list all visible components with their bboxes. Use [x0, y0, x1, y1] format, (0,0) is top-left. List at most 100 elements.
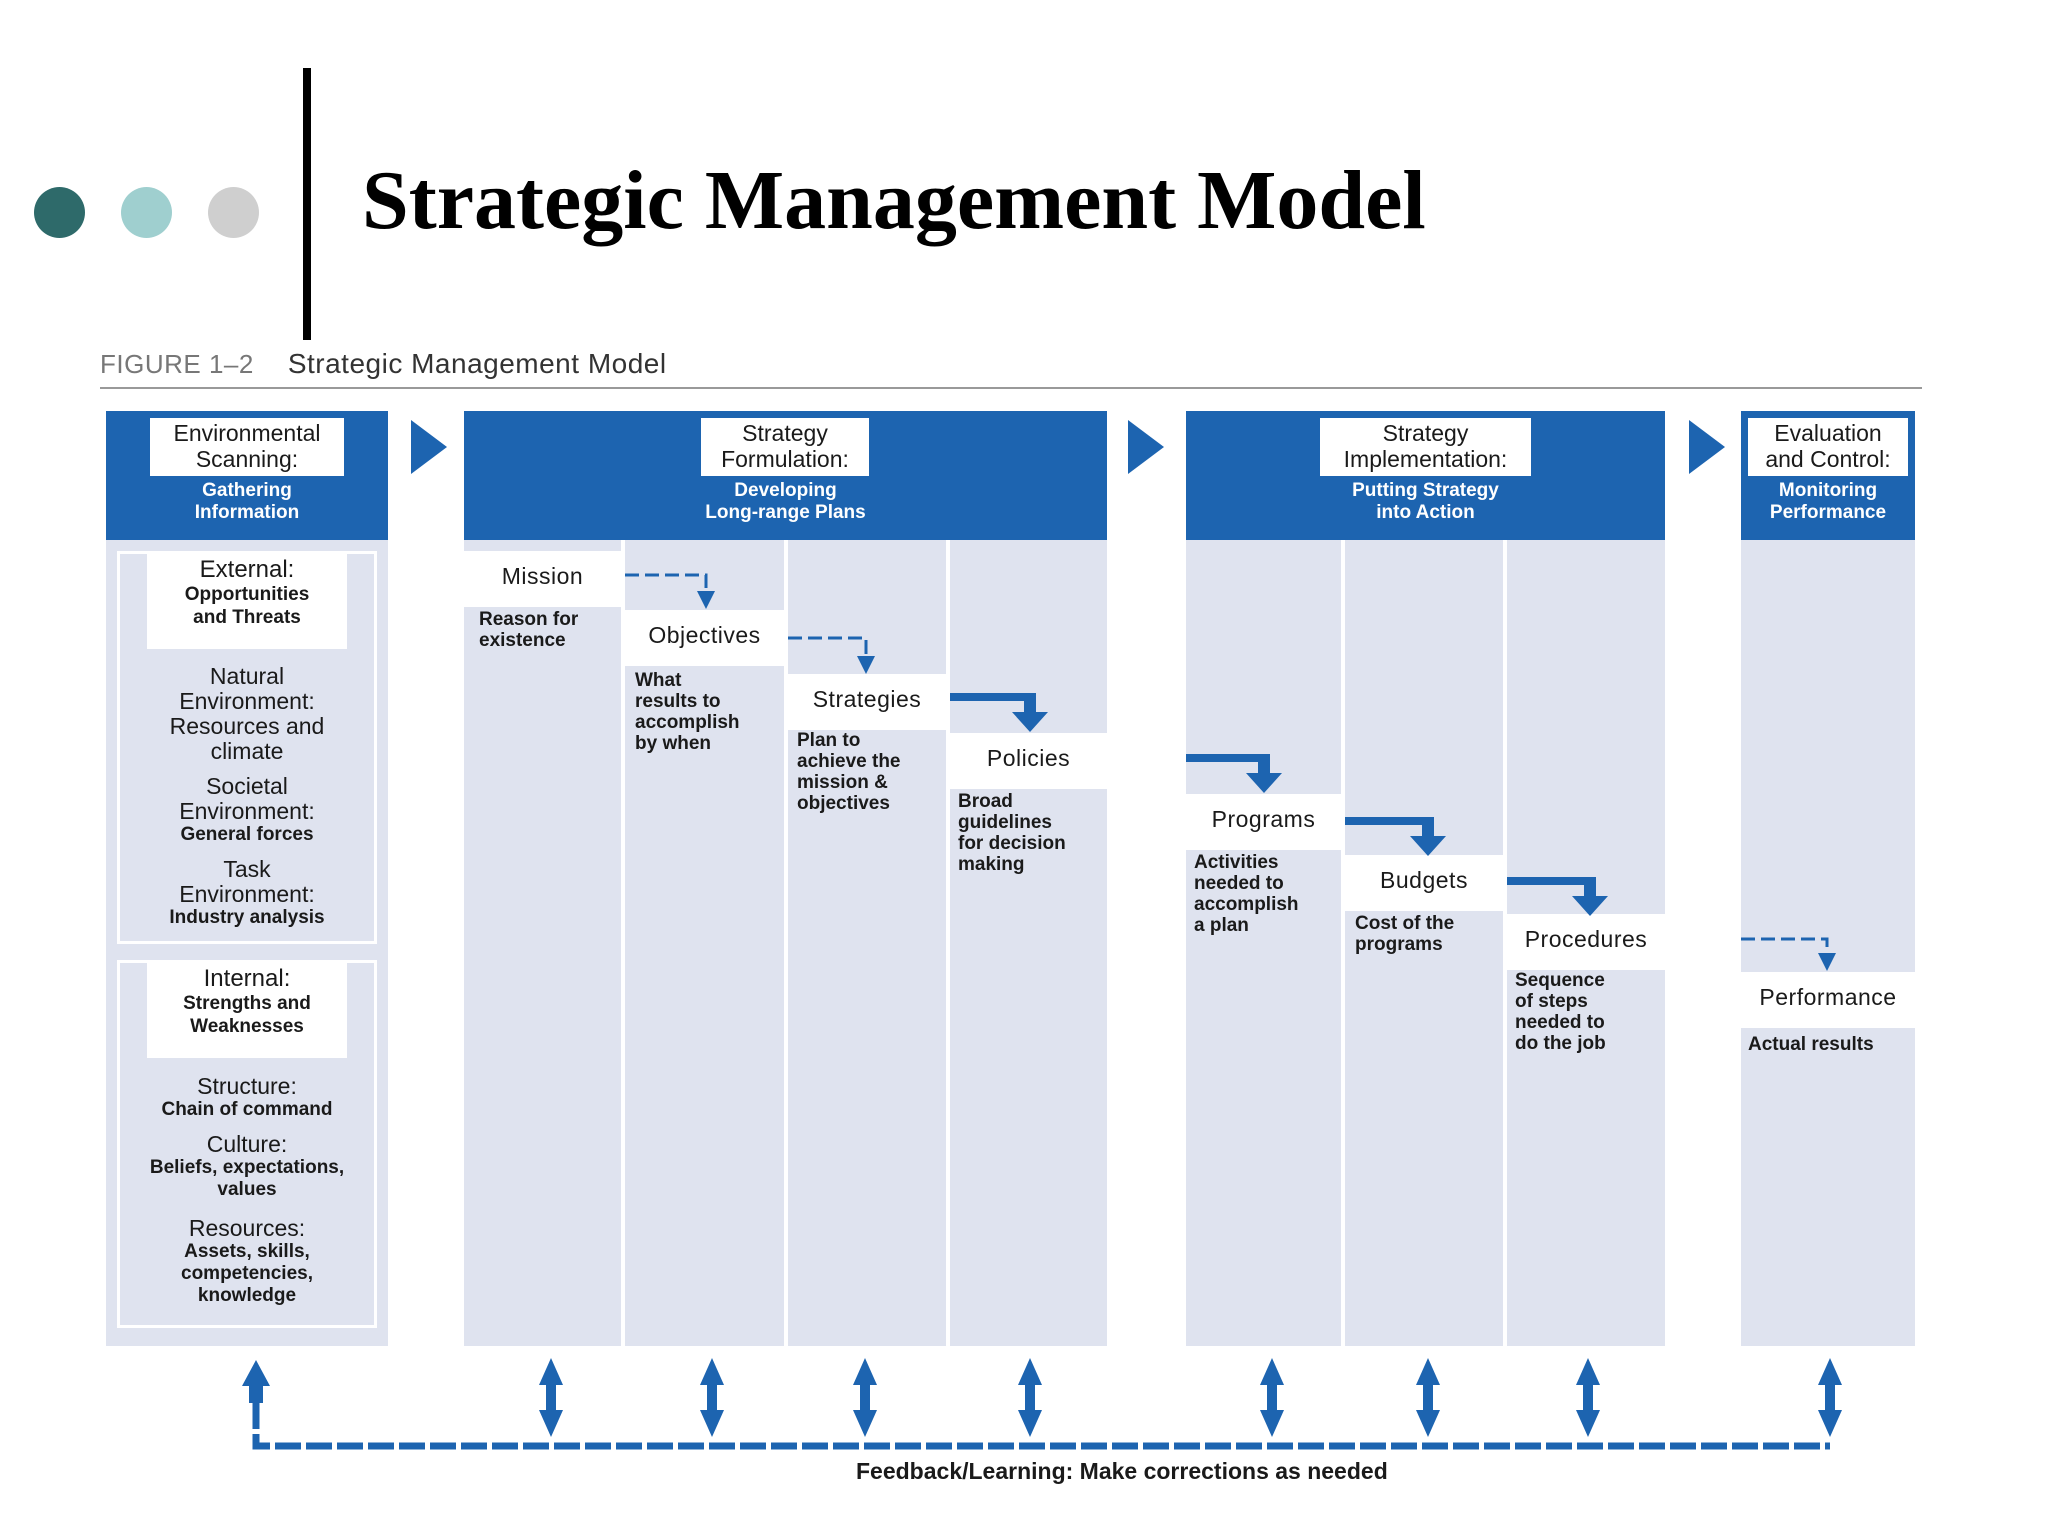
env-item-line: climate [210, 738, 284, 764]
phase-arrow-icon [411, 420, 447, 474]
phase-title-line: Strategy [742, 420, 828, 446]
phase-arrow-icon [1689, 420, 1725, 474]
budgets-column [1345, 540, 1503, 1346]
step-desc-line: programs [1355, 934, 1443, 955]
phase-title-evaluation-control: Evaluation and Control: [1748, 418, 1908, 476]
phase-subtitle-strategy-formulation: Developing Long-range Plans [464, 480, 1107, 524]
phase-title-line: Scanning: [195, 446, 299, 472]
societal-environment: Societal Environment: General forces [107, 774, 387, 846]
feedback-double-arrows [539, 1358, 1842, 1437]
step-desc-line: do the job [1515, 1033, 1606, 1054]
task-environment: Task Environment: Industry analysis [107, 857, 387, 929]
step-desc-line: objectives [797, 793, 890, 814]
env-item-line: Culture: [206, 1131, 288, 1157]
step-desc-performance: Actual results [1748, 1034, 1874, 1055]
env-item-line: Natural [209, 663, 285, 689]
step-desc-line: of steps [1515, 991, 1588, 1012]
internal-heading: Internal: [203, 965, 291, 992]
env-item-detail: Industry analysis [169, 907, 325, 928]
thick-connector-budgets-procedures [1507, 877, 1608, 916]
phase-subtitle-line: Developing [734, 480, 837, 501]
step-desc-line: results to [635, 691, 721, 712]
figure-caption-text: Strategic Management Model [287, 348, 667, 379]
internal-label: Internal: Strengths and Weaknesses [147, 960, 347, 1058]
resources-item: Resources: Assets, skills, competencies,… [107, 1216, 387, 1307]
objectives-column [625, 540, 784, 1346]
phase-title-line: Strategy [1382, 420, 1469, 446]
env-item-line: Environment: [179, 881, 315, 907]
internal-subheading: Weaknesses [190, 1016, 304, 1037]
env-item-line: Societal [206, 773, 288, 799]
phase-subtitle-line: Information [194, 502, 300, 523]
thick-connector-to-programs [1186, 754, 1282, 793]
step-label-policies: Policies [950, 733, 1107, 789]
phase-title-line: Implementation: [1343, 446, 1508, 472]
double-arrow-icon [1416, 1358, 1440, 1437]
step-desc-line: Reason for [479, 609, 579, 630]
double-arrow-icon [853, 1358, 877, 1437]
programs-column [1186, 540, 1341, 1346]
phase-title-line: Environmental [173, 420, 321, 446]
mission-column [464, 540, 621, 1346]
step-desc-line: guidelines [958, 812, 1052, 833]
phase-subtitle-line: Performance [1769, 502, 1887, 523]
thick-connector-strategies-policies [950, 693, 1048, 732]
caption-divider [100, 387, 1922, 389]
phase-arrow-icon [1128, 420, 1164, 474]
dashed-connector-objectives-strategies [788, 636, 875, 674]
step-desc-line: Activities [1194, 852, 1279, 873]
double-arrow-icon [1818, 1358, 1842, 1437]
dashed-connector-to-performance [1741, 937, 1836, 971]
phase-title-environmental-scanning: Environmental Scanning: [150, 418, 344, 476]
title-divider [303, 68, 311, 340]
step-desc-policies: Broad guidelines for decision making [958, 791, 1066, 875]
env-item-line: Resources: [188, 1215, 306, 1241]
step-desc-line: Broad [958, 791, 1013, 812]
external-subheading: Opportunities [184, 584, 310, 605]
step-desc-line: Actual results [1748, 1034, 1874, 1055]
feedback-label: Feedback/Learning: Make corrections as n… [856, 1458, 1388, 1484]
dashed-connector-mission-objectives [625, 573, 715, 609]
step-label-budgets: Budgets [1345, 855, 1503, 911]
double-arrow-icon [1576, 1358, 1600, 1437]
step-desc-line: Sequence [1515, 970, 1605, 991]
step-desc-line: needed to [1515, 1012, 1605, 1033]
step-label-strategies: Strategies [788, 674, 946, 730]
step-desc-line: achieve the [797, 751, 901, 772]
env-item-detail: Assets, skills, [184, 1241, 310, 1262]
phase-subtitle-line: Long-range Plans [705, 502, 866, 523]
phase-subtitle-line: Putting Strategy [1352, 480, 1499, 501]
gray-bullet-dot [208, 187, 259, 238]
feedback-loop-line [252, 1403, 1830, 1450]
env-item-detail: knowledge [197, 1285, 297, 1306]
phase-subtitle-line: Gathering [202, 480, 292, 501]
step-label-performance: Performance [1741, 972, 1915, 1028]
step-desc-line: by when [635, 733, 712, 754]
step-desc-line: accomplish [635, 712, 740, 733]
env-item-detail: Beliefs, expectations, [149, 1157, 345, 1178]
step-desc-line: Cost of the [1355, 913, 1455, 934]
step-desc-mission: Reason for existence [479, 609, 578, 651]
figure-number: FIGURE 1–2 [100, 349, 254, 379]
culture-item: Culture: Beliefs, expectations, values [107, 1132, 387, 1201]
phase-subtitle-strategy-implementation: Putting Strategy into Action [1186, 480, 1665, 524]
light-teal-bullet-dot [121, 187, 172, 238]
thick-connector-programs-budgets [1345, 817, 1446, 856]
step-label-mission: Mission [464, 551, 621, 607]
env-item-detail: competencies, [181, 1263, 313, 1284]
slide-title: Strategic Management Model [362, 154, 1426, 247]
step-desc-budgets: Cost of the programs [1355, 913, 1454, 955]
step-desc-line: for decision [958, 833, 1066, 854]
phase-subtitle-evaluation-control: Monitoring Performance [1741, 480, 1915, 524]
double-arrow-icon [700, 1358, 724, 1437]
external-subheading: and Threats [193, 607, 301, 628]
step-desc-procedures: Sequence of steps needed to do the job [1515, 970, 1606, 1054]
env-item-line: Task [223, 856, 271, 882]
phase-title-strategy-formulation: Strategy Formulation: [701, 418, 869, 476]
step-desc-strategies: Plan to achieve the mission & objectives [797, 730, 901, 814]
env-item-detail: Chain of command [161, 1099, 333, 1120]
phase-title-line: Evaluation [1774, 420, 1882, 446]
phase-title-line: and Control: [1765, 446, 1891, 472]
step-desc-line: making [958, 854, 1025, 875]
